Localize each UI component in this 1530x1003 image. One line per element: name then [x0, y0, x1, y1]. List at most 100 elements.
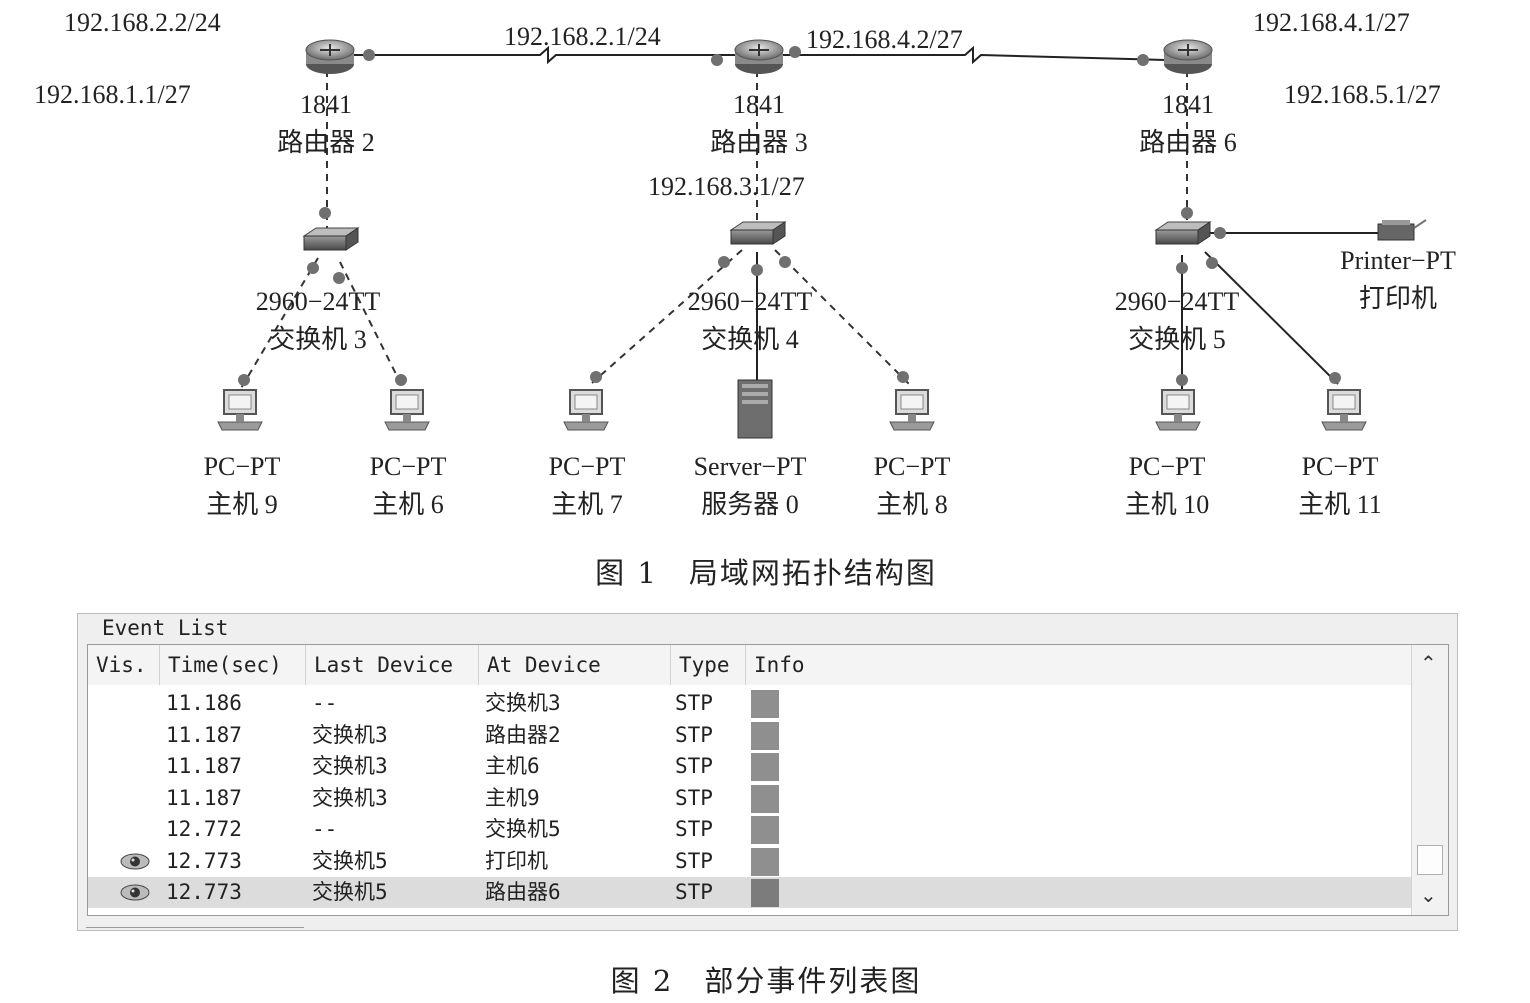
cell-type: STP: [675, 785, 713, 810]
router-2-label: 1841 路由器 2: [277, 90, 375, 158]
cell-type: STP: [675, 754, 713, 778]
device-name: 服务器 0: [701, 490, 799, 519]
pc-icon[interactable]: [1321, 389, 1367, 431]
cell-type: STP: [675, 691, 713, 715]
ip-label-r3-wan-right: 192.168.4.2/27: [806, 25, 963, 54]
pc-icon[interactable]: [1155, 389, 1201, 431]
figure-2-caption: 图 2 部分事件列表图: [610, 964, 922, 998]
switch-5-icon[interactable]: [1154, 221, 1212, 245]
info-color-swatch[interactable]: [751, 690, 779, 718]
column-header-info[interactable]: Info: [754, 653, 805, 677]
column-header-at-device[interactable]: At Device: [479, 645, 671, 685]
panel-bottom-edge: [86, 927, 304, 934]
server-icon[interactable]: [737, 379, 773, 439]
device-name: 主机 9: [206, 490, 278, 519]
device-model: PC−PT: [1128, 452, 1206, 481]
info-color-swatch[interactable]: [751, 721, 779, 750]
pc-icon[interactable]: [563, 389, 609, 431]
pc-icon[interactable]: [217, 389, 263, 431]
cell-time: 11.187: [166, 785, 242, 810]
printer-icon[interactable]: [1377, 219, 1427, 241]
pc-icon[interactable]: [889, 389, 935, 431]
device-name: 主机 8: [876, 490, 948, 519]
cell-last-device: --: [312, 691, 338, 715]
scrollbar-thumb[interactable]: [1417, 845, 1443, 875]
topology-diagram: [217, 39, 1427, 439]
cell-at-device: 路由器2: [485, 722, 561, 747]
router-model: 1841: [299, 90, 352, 119]
info-color-swatch[interactable]: [751, 784, 779, 813]
cell-last-device: --: [312, 817, 338, 841]
cell-last-device: 交换机5: [312, 880, 388, 904]
device-name: 主机 6: [372, 490, 444, 519]
link-s4-pc8: [774, 249, 911, 386]
ip-label-r6-wan: 192.168.4.1/27: [1253, 8, 1410, 37]
table-row[interactable]: 11.186 -- 交换机3 STP: [88, 688, 1413, 719]
port-dots: [238, 46, 1341, 386]
device-model: PC−PT: [369, 452, 447, 481]
event-list-table: Vis. Time(sec) Last Device At Device Typ…: [87, 644, 1449, 916]
eye-icon[interactable]: [120, 853, 150, 870]
router-name: 路由器 2: [277, 128, 375, 157]
ip-label-r6-lan: 192.168.5.1/27: [1284, 80, 1441, 109]
cell-type: STP: [675, 848, 713, 873]
table-header: Vis. Time(sec) Last Device At Device Typ…: [88, 645, 1413, 685]
switch-model: 2960−24TT: [687, 287, 813, 316]
info-color-swatch[interactable]: [751, 753, 779, 781]
link-s5-pc11: [1204, 251, 1339, 385]
router-name: 路由器 3: [710, 128, 808, 157]
column-header-vis[interactable]: Vis.: [88, 645, 160, 685]
router-6-icon[interactable]: [1163, 39, 1213, 74]
cell-at-device: 路由器6: [485, 880, 561, 904]
device-name: 打印机: [1358, 284, 1437, 313]
cell-last-device: 交换机3: [312, 722, 388, 747]
switch-3-label: 2960−24TT 交换机 3: [256, 287, 380, 355]
ip-label-r3-wan-left: 192.168.2.1/24: [504, 22, 661, 51]
switch-model: 2960−24TT: [1114, 287, 1240, 316]
switch-model: 2960−24TT: [255, 287, 381, 316]
cell-last-device: 交换机5: [312, 848, 388, 873]
switch-3-icon[interactable]: [302, 227, 360, 251]
host-6-label: PC−PT 主机 6: [370, 452, 447, 520]
router-2-icon[interactable]: [305, 39, 355, 74]
eye-icon[interactable]: [120, 884, 150, 901]
router-3-icon[interactable]: [734, 39, 784, 74]
switch-name: 交换机 3: [269, 325, 367, 354]
column-header-type[interactable]: Type: [671, 645, 746, 685]
lan-solid-links: [756, 232, 1378, 392]
link-r2-r3: [350, 45, 735, 65]
pc-icon[interactable]: [384, 389, 430, 431]
router-model: 1841: [1161, 90, 1214, 119]
info-color-swatch[interactable]: [751, 879, 779, 907]
switch-name: 交换机 4: [701, 325, 799, 354]
info-color-swatch[interactable]: [751, 847, 779, 876]
cell-at-device: 交换机3: [485, 691, 561, 715]
cell-last-device: 交换机3: [312, 785, 388, 810]
vertical-scrollbar[interactable]: ⌃ ⌄: [1411, 645, 1448, 915]
switch-4-icon[interactable]: [729, 221, 787, 245]
chevron-down-icon[interactable]: ⌄: [1420, 883, 1437, 907]
event-list-panel: Event List Vis. Time(sec) Last Device At…: [77, 613, 1458, 931]
column-header-time[interactable]: Time(sec): [160, 645, 306, 685]
cell-time: 11.186: [166, 691, 242, 715]
link-s3-pc6: [339, 261, 406, 393]
column-header-last-device[interactable]: Last Device: [306, 645, 479, 685]
info-color-swatch[interactable]: [751, 816, 779, 844]
lan-links: [239, 70, 1188, 393]
device-name: 主机 7: [551, 490, 623, 519]
cell-time: 11.187: [166, 754, 242, 778]
chevron-up-icon[interactable]: ⌃: [1420, 651, 1437, 675]
